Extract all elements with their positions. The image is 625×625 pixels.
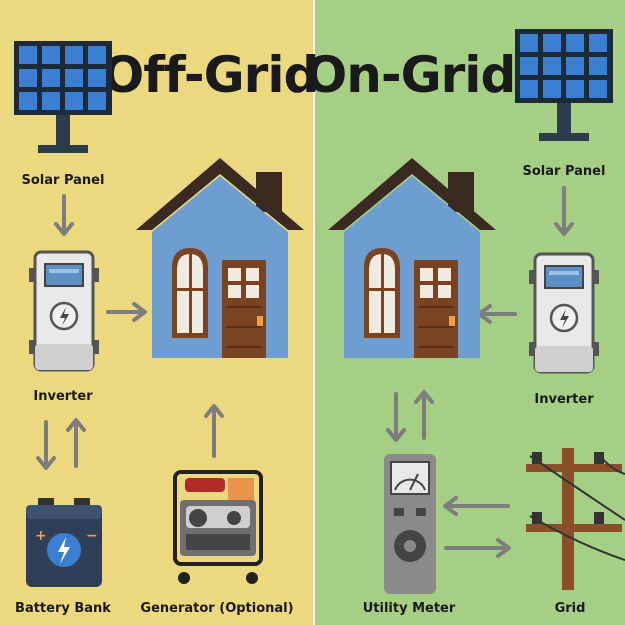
utility-meter-label: Utility Meter bbox=[363, 601, 456, 616]
svg-text:−: − bbox=[86, 528, 98, 544]
generator-label: Generator (Optional) bbox=[140, 601, 293, 616]
svg-text:+: + bbox=[35, 528, 47, 544]
solar-panel-label-left: Solar Panel bbox=[22, 173, 105, 188]
off-grid-title: Off-Grid bbox=[102, 46, 319, 104]
bidirectional-arrow-icon-left bbox=[36, 418, 86, 470]
solar-panel-label-right: Solar Panel bbox=[523, 164, 606, 179]
arrow-up-icon bbox=[204, 404, 224, 458]
arrow-down-icon bbox=[54, 194, 74, 236]
bidirectional-arrow-icon-meter bbox=[386, 390, 434, 442]
generator-icon bbox=[173, 470, 263, 584]
on-grid-title: On-Grid bbox=[305, 46, 515, 104]
inverter-icon-right bbox=[527, 252, 601, 374]
inverter-label-right: Inverter bbox=[534, 392, 594, 407]
bidirectional-arrow-icon-grid bbox=[443, 496, 511, 558]
utility-pole-icon bbox=[526, 448, 625, 590]
arrow-right-icon bbox=[106, 302, 147, 322]
arrow-down-icon-right bbox=[554, 186, 574, 236]
inverter-label-left: Inverter bbox=[33, 389, 93, 404]
inverter-icon-left bbox=[27, 250, 101, 372]
battery-icon: + − bbox=[26, 498, 102, 587]
utility-meter-icon bbox=[384, 454, 436, 594]
battery-bank-label: Battery Bank bbox=[15, 601, 111, 616]
grid-label: Grid bbox=[555, 601, 586, 616]
